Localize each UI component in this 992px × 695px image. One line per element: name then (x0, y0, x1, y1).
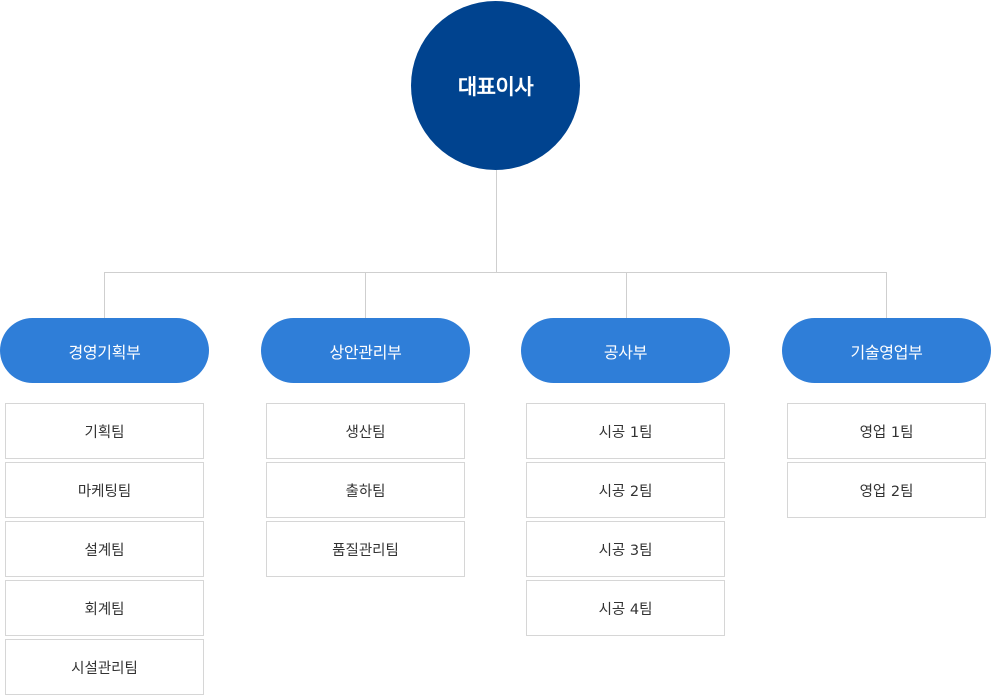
team-box: 시공 4팀 (526, 580, 725, 636)
team-box: 시공 3팀 (526, 521, 725, 577)
team-box: 시공 1팀 (526, 403, 725, 459)
team-box: 생산팀 (266, 403, 465, 459)
dept-construction: 공사부 (521, 318, 730, 383)
team-box: 설계팀 (5, 521, 204, 577)
dept-connector-line (365, 272, 366, 318)
dept-technical-sales: 기술영업부 (782, 318, 991, 383)
dept-production-management: 상안관리부 (261, 318, 470, 383)
ceo-connector-line (496, 170, 497, 273)
ceo-node: 대표이사 (411, 1, 580, 170)
team-box: 영업 2팀 (787, 462, 986, 518)
team-box: 마케팅팀 (5, 462, 204, 518)
team-box: 출하팀 (266, 462, 465, 518)
team-box: 기획팀 (5, 403, 204, 459)
dept-connector-line (626, 272, 627, 318)
dept-connector-line (886, 272, 887, 318)
team-box: 시설관리팀 (5, 639, 204, 695)
team-box: 시공 2팀 (526, 462, 725, 518)
team-box: 품질관리팀 (266, 521, 465, 577)
horizontal-connector-line (104, 272, 887, 273)
team-box: 영업 1팀 (787, 403, 986, 459)
dept-management-planning: 경영기획부 (0, 318, 209, 383)
dept-connector-line (104, 272, 105, 318)
team-box: 회계팀 (5, 580, 204, 636)
